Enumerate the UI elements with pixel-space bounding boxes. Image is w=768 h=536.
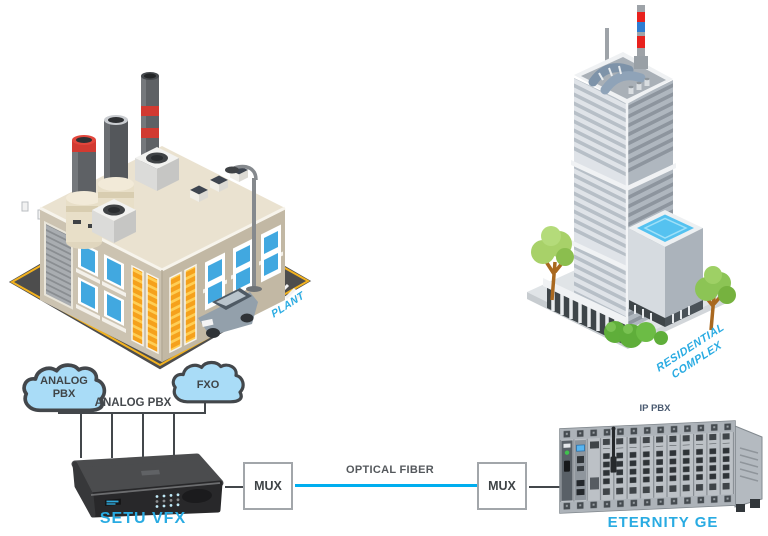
cloud-left-line2: PBX: [52, 387, 76, 400]
optical-fiber-line: [295, 484, 477, 487]
rooftop-ac-units: [92, 147, 248, 243]
pool-annex: [628, 210, 703, 327]
garage-door: [44, 220, 73, 310]
setu-to-mux-line: [225, 486, 243, 488]
bus-drop-line-1: [80, 412, 82, 458]
factory-illustration: [3, 72, 317, 373]
eternity-ge-label: ETERNITY GE: [607, 514, 719, 531]
bushes: [604, 321, 668, 348]
mux-left-box: MUX: [243, 462, 293, 510]
analog-bus-line: [58, 412, 206, 414]
cloud-icon: [171, 360, 245, 404]
optical-fiber-label: OPTICAL FIBER: [345, 464, 435, 476]
bus-drop-line-4: [173, 412, 175, 458]
led-indicators: [155, 493, 180, 508]
swimming-pool: [637, 214, 694, 242]
bus-drop-line-3: [142, 412, 144, 458]
voip-gateway-device: [71, 453, 224, 518]
cloud-left-label: ANALOG PBX: [28, 375, 100, 400]
cloud-right-connector: [204, 400, 206, 414]
cloud-left-line1: ANALOG: [40, 375, 88, 387]
mux-left-label: MUX: [254, 479, 282, 493]
device-logo: [106, 500, 119, 503]
roof-skylight: [600, 71, 646, 95]
car: [198, 288, 258, 338]
mux-to-rack-line: [529, 486, 560, 488]
mux-right-label: MUX: [488, 479, 516, 493]
ip-pbx-caption: IP PBX: [639, 403, 671, 414]
setu-vfx-label: SETU VFX: [99, 510, 187, 527]
trees: [531, 226, 736, 331]
cloud-icon: [22, 363, 107, 413]
left-face-windows: [76, 241, 126, 333]
rack-front: [559, 420, 736, 514]
roof-vents: [628, 77, 650, 94]
street-lamp: [225, 164, 262, 292]
device-brand-plate: [141, 469, 160, 476]
port-cards: [602, 445, 735, 486]
ip-pbx-rack-device: [559, 420, 763, 514]
antenna-masts: [605, 5, 645, 78]
analog-pbx-bus-label: ANALOG PBX: [94, 397, 172, 409]
mux-right-box: MUX: [477, 462, 527, 510]
bus-drop-line-2: [111, 412, 113, 458]
residential-tower-illustration: [527, 5, 736, 349]
smokestacks: [66, 72, 159, 249]
cloud-right-label: FXO: [196, 379, 220, 391]
